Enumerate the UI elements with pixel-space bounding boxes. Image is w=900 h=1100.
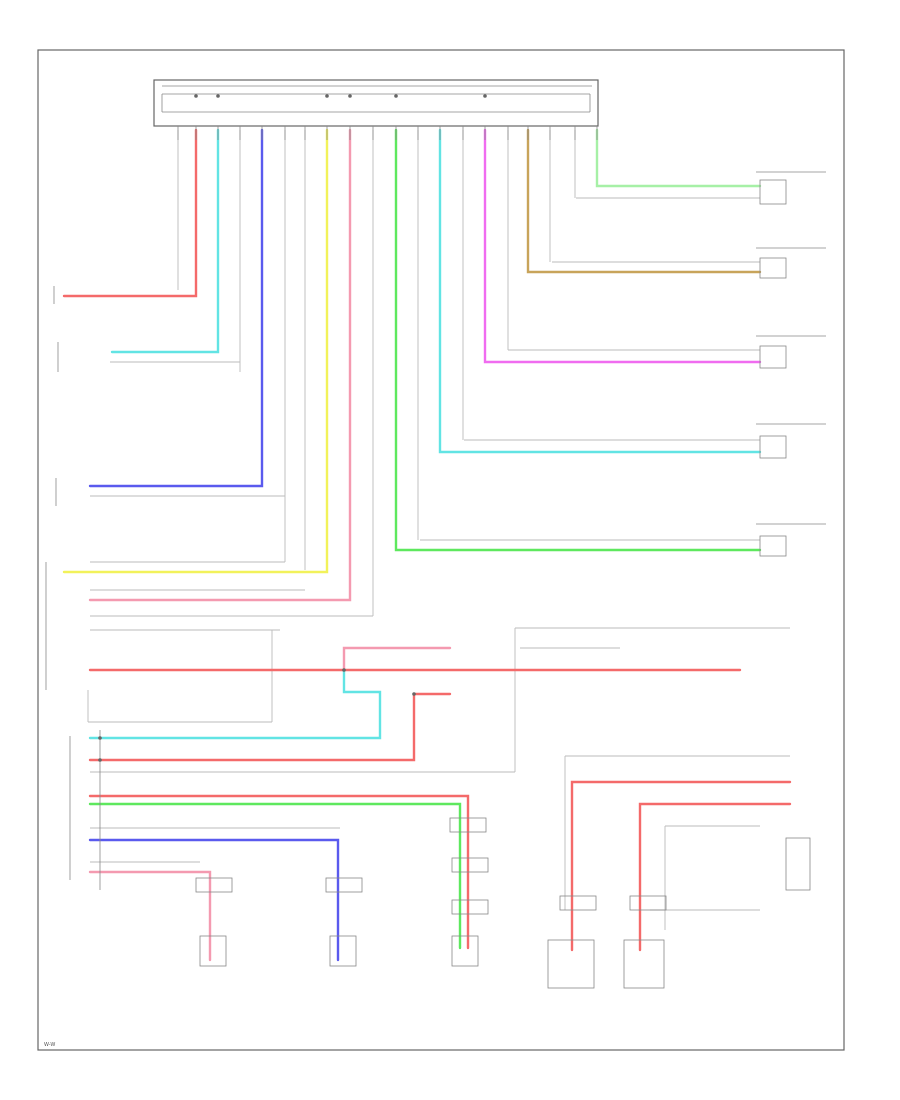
wire-cyan-left	[110, 128, 220, 354]
wire-pink-mid	[342, 646, 452, 672]
diagram-border	[37, 49, 845, 1051]
right-components	[756, 171, 826, 891]
corner-code: W-W	[44, 1042, 55, 1048]
gray-wires	[87, 130, 790, 930]
wire-light-green	[595, 128, 762, 188]
wire-cyan-mid	[88, 668, 382, 740]
wire-blue-bottom	[88, 838, 340, 962]
wire-blue	[88, 128, 264, 488]
wire-cyan-right	[438, 128, 762, 454]
wire-yellow	[62, 128, 329, 574]
wire-magenta	[483, 128, 762, 364]
splice-points	[98, 94, 487, 762]
top-module-connector	[153, 79, 599, 127]
wire-tan	[526, 128, 762, 274]
bottom-connectors	[195, 817, 667, 989]
wire-red-right-2	[638, 802, 792, 952]
wire-red-low	[88, 692, 452, 762]
wire-red-bottom	[88, 794, 470, 950]
connector-pins	[177, 126, 598, 140]
wire-red-right-1	[570, 780, 792, 952]
wire-red-left	[62, 128, 198, 298]
wire-pink-bottom	[88, 870, 212, 962]
wire-green-right	[394, 128, 762, 552]
left-components	[45, 286, 101, 890]
colored-wires	[62, 128, 792, 962]
wire-green-bottom	[88, 802, 462, 950]
wire-pink-left	[88, 128, 352, 602]
